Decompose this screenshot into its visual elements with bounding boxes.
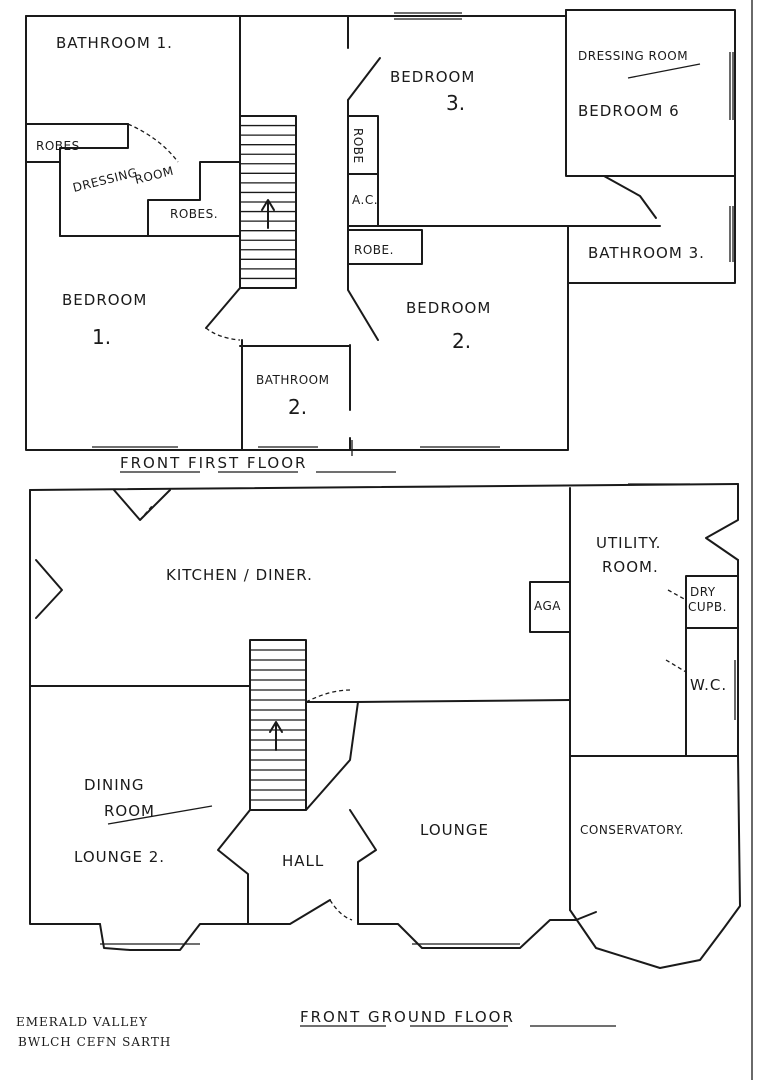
- dry-cupboard-label: DRY: [690, 585, 716, 599]
- bedroom-1-number: 1.: [92, 325, 111, 349]
- dry-cupboard-label-2: CUPB.: [688, 600, 727, 614]
- ground-floor-caption: FRONT GROUND FLOOR: [300, 1008, 515, 1026]
- first-floor-caption: FRONT FIRST FLOOR: [120, 454, 307, 472]
- utility-room-label: UTILITY.: [596, 534, 661, 552]
- dining-room-label-2: ROOM: [104, 802, 155, 820]
- bedroom-1-label: BEDROOM: [62, 291, 147, 309]
- aga-label: AGA: [534, 599, 561, 613]
- ground-floor-plan: [29, 483, 741, 1027]
- dressing-room-left-label: DRESSING: [71, 165, 139, 195]
- lounge-2-label: LOUNGE 2.: [74, 848, 165, 866]
- bathroom-2-label: BATHROOM: [256, 373, 329, 387]
- first-floor-plan: [25, 9, 736, 473]
- ac-label: A.C.: [352, 193, 378, 207]
- robes-small-label: ROBES.: [170, 207, 218, 221]
- address-line-2: BWLCH CEFN SARTH: [18, 1035, 171, 1049]
- address-line-1: EMERALD VALLEY: [16, 1015, 148, 1029]
- bathroom-1-label: BATHROOM 1.: [56, 34, 173, 52]
- lounge-label: LOUNGE: [420, 821, 489, 839]
- utility-room-label-2: ROOM.: [602, 558, 659, 576]
- wc-label: W.C.: [690, 676, 727, 694]
- conservatory-label: CONSERVATORY.: [580, 823, 684, 837]
- bedroom-3-number: 3.: [446, 91, 465, 115]
- dining-room-label: DINING: [84, 776, 144, 794]
- bedroom-6-label: BEDROOM 6: [578, 102, 680, 120]
- bedroom-3-label: BEDROOM: [390, 68, 475, 86]
- hall-label: HALL: [282, 852, 324, 870]
- robe-small-label: ROBE.: [354, 243, 394, 257]
- dressing-room-right-label: DRESSING ROOM: [578, 49, 688, 63]
- robe-vertical-label: ROBE: [351, 128, 365, 164]
- bathroom-3-label: BATHROOM 3.: [588, 244, 705, 262]
- robes-left-label: ROBES: [36, 139, 80, 153]
- ground-floor-staircase: [249, 639, 307, 811]
- dressing-room-left-label-2: ROOM: [133, 164, 175, 187]
- bathroom-2-number: 2.: [288, 395, 307, 419]
- bedroom-2-number: 2.: [452, 329, 471, 353]
- kitchen-diner-label: KITCHEN / DINER.: [166, 566, 313, 584]
- bedroom-2-label: BEDROOM: [406, 299, 491, 317]
